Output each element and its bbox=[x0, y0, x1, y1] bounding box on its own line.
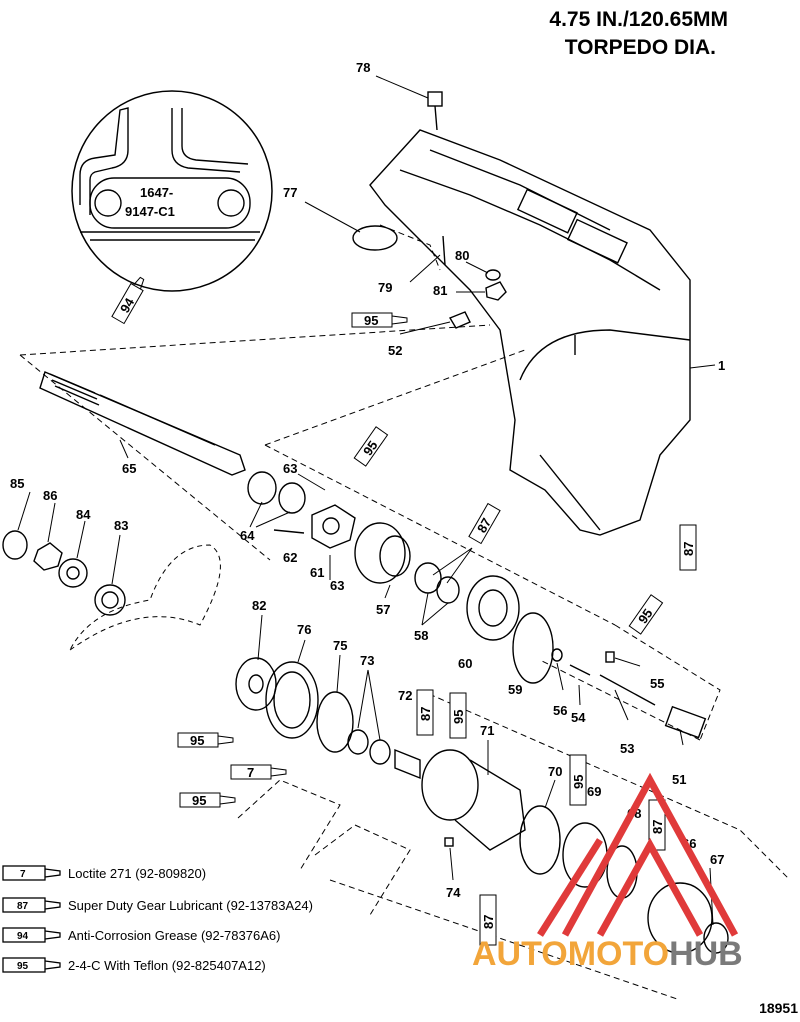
svg-text:95: 95 bbox=[17, 961, 29, 972]
callout-82: 82 bbox=[252, 598, 266, 613]
callout-51: 51 bbox=[672, 772, 686, 787]
callout-72: 72 bbox=[398, 688, 412, 703]
propeller-shaft bbox=[39, 371, 246, 476]
callout-54: 54 bbox=[571, 710, 586, 725]
callout-65: 65 bbox=[122, 461, 136, 476]
svg-text:95: 95 bbox=[451, 710, 466, 724]
svg-text:95: 95 bbox=[192, 793, 206, 808]
watermark-hub: HUB bbox=[669, 935, 743, 973]
callout-1: 1 bbox=[718, 358, 725, 373]
tube-87-72: 87 bbox=[416, 689, 434, 736]
svg-text:87: 87 bbox=[650, 820, 665, 834]
callout-63-lower: 63 bbox=[330, 578, 344, 593]
svg-text:7: 7 bbox=[20, 869, 26, 880]
legend-item-87: 87 Super Duty Gear Lubricant (92-13783A2… bbox=[2, 895, 422, 917]
callout-60: 60 bbox=[458, 656, 472, 671]
tube-95-upper: 95 bbox=[351, 312, 408, 328]
svg-text:87: 87 bbox=[481, 915, 496, 929]
legend-text: Loctite 271 (92-809820) bbox=[68, 866, 207, 881]
svg-text:87: 87 bbox=[17, 901, 29, 912]
callout-71: 71 bbox=[480, 723, 494, 738]
callout-57: 57 bbox=[376, 602, 390, 617]
lubricant-tubes: 94 95 95 87 87 95 bbox=[111, 276, 697, 946]
legend-item-7: 7 Loctite 271 (92-809820) bbox=[2, 863, 422, 885]
svg-text:95: 95 bbox=[364, 313, 378, 328]
tube-icon: 87 bbox=[2, 897, 61, 913]
svg-text:87: 87 bbox=[681, 542, 696, 556]
document-number: 18951 bbox=[759, 1000, 798, 1016]
callout-64: 64 bbox=[240, 528, 255, 543]
callout-59: 59 bbox=[508, 682, 522, 697]
callout-84: 84 bbox=[76, 507, 91, 522]
tube-95-71: 95 bbox=[449, 692, 467, 739]
callout-56: 56 bbox=[553, 703, 567, 718]
legend-text: 2-4-C With Teflon (92-825407A12) bbox=[68, 958, 266, 973]
callout-85: 85 bbox=[10, 476, 24, 491]
propeller-outline bbox=[69, 544, 221, 651]
callout-58: 58 bbox=[414, 628, 428, 643]
inset-detail bbox=[71, 90, 273, 292]
svg-text:7: 7 bbox=[247, 765, 254, 780]
callout-79: 79 bbox=[378, 280, 392, 295]
callout-52: 52 bbox=[388, 343, 402, 358]
callout-78: 78 bbox=[356, 60, 370, 75]
tube-87-gear: 87 bbox=[468, 502, 501, 545]
callout-86: 86 bbox=[43, 488, 57, 503]
callout-numbers: 78 77 80 79 81 52 1 65 63 64 62 61 63 85… bbox=[10, 60, 725, 900]
inset-label-line1: 1647- bbox=[140, 185, 173, 200]
legend-item-94: 94 Anti-Corrosion Grease (92-78376A6) bbox=[2, 925, 422, 947]
watermark-automoto: AUTOMOTO bbox=[472, 935, 670, 973]
tube-95-mid: 95 bbox=[353, 426, 389, 467]
tube-icon: 94 bbox=[2, 927, 61, 943]
legend-text: Super Duty Gear Lubricant (92-13783A24) bbox=[68, 898, 313, 913]
callout-69: 69 bbox=[587, 784, 601, 799]
callout-80: 80 bbox=[455, 248, 469, 263]
callout-67: 67 bbox=[710, 852, 724, 867]
tube-94-top: 94 bbox=[111, 276, 145, 325]
callout-61: 61 bbox=[310, 565, 324, 580]
callout-73: 73 bbox=[360, 653, 374, 668]
callout-63-upper: 63 bbox=[283, 461, 297, 476]
svg-text:95: 95 bbox=[360, 438, 381, 458]
tube-95-left2: 95 bbox=[179, 792, 236, 808]
callout-74: 74 bbox=[446, 885, 461, 900]
gearcase-housing bbox=[369, 129, 691, 536]
callout-53: 53 bbox=[620, 741, 634, 756]
legend-text: Anti-Corrosion Grease (92-78376A6) bbox=[68, 928, 281, 943]
svg-text:95: 95 bbox=[635, 606, 656, 626]
callout-81: 81 bbox=[433, 283, 447, 298]
diagram-title-line1: 4.75 IN./120.65MM bbox=[549, 8, 728, 31]
svg-text:95: 95 bbox=[571, 775, 586, 789]
svg-text:87: 87 bbox=[418, 707, 433, 721]
legend-item-95: 95 2-4-C With Teflon (92-825407A12) bbox=[2, 955, 422, 977]
tube-95-bottom: 87 bbox=[479, 894, 497, 946]
diagram-title-line2: TORPEDO DIA. bbox=[564, 36, 716, 59]
callout-77: 77 bbox=[283, 185, 297, 200]
tube-95-left: 95 bbox=[177, 732, 234, 748]
watermark-logo bbox=[537, 772, 739, 937]
callout-55: 55 bbox=[650, 676, 664, 691]
tube-7: 7 bbox=[230, 764, 287, 780]
tube-icon: 95 bbox=[2, 957, 61, 973]
watermark-text: AUTOMOTOHUB bbox=[472, 935, 743, 974]
svg-text:95: 95 bbox=[190, 733, 204, 748]
tube-87-69: 95 bbox=[569, 754, 587, 806]
tube-icon: 7 bbox=[2, 865, 61, 881]
callout-76: 76 bbox=[297, 622, 311, 637]
callout-75: 75 bbox=[333, 638, 347, 653]
tube-95-right: 95 bbox=[628, 594, 664, 635]
callout-83: 83 bbox=[114, 518, 128, 533]
inset-label-line2: 9147-C1 bbox=[125, 204, 175, 219]
leader-lines bbox=[17, 75, 716, 926]
top-hardware bbox=[352, 91, 507, 329]
callout-62: 62 bbox=[283, 550, 297, 565]
svg-text:94: 94 bbox=[17, 931, 29, 942]
svg-text:87: 87 bbox=[474, 515, 494, 535]
callout-70: 70 bbox=[548, 764, 562, 779]
tube-87-right: 87 bbox=[679, 524, 697, 571]
